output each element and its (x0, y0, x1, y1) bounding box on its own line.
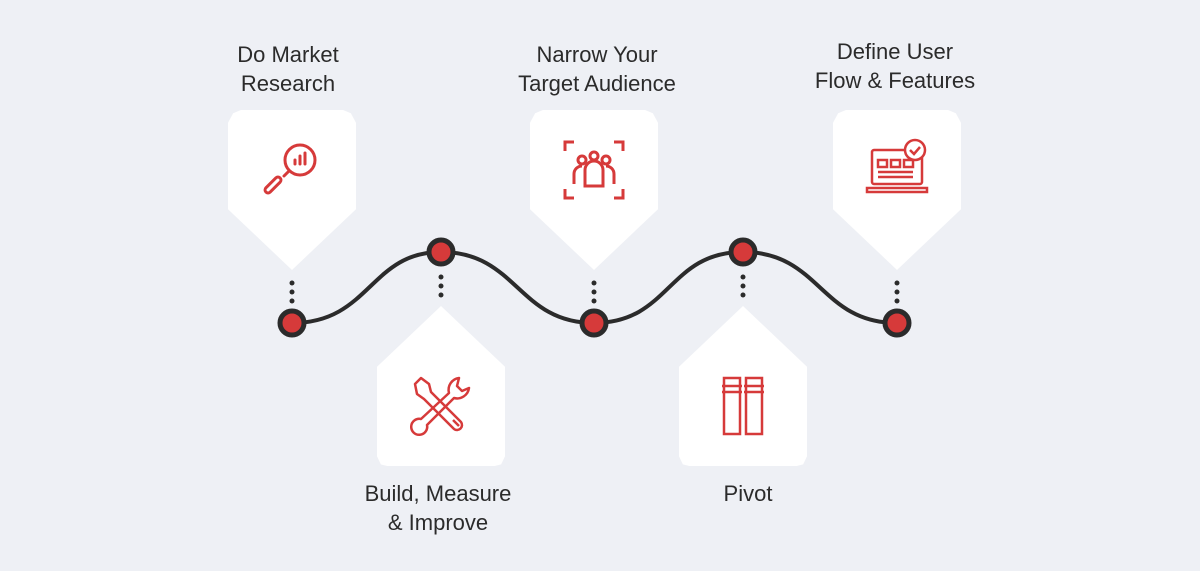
step-5-label: Define User Flow & Features (814, 39, 976, 93)
laptop-check-icon (865, 138, 929, 194)
pivot-columns-icon (722, 376, 764, 436)
node-1 (277, 308, 307, 338)
step-3-label: Narrow Your Target Audience (518, 42, 676, 96)
magnifier-chart-icon (263, 143, 317, 195)
node-2 (426, 237, 456, 267)
step-2-label: Build, Measure & Improve (364, 481, 512, 535)
audience-icon (563, 140, 625, 200)
node-4 (728, 237, 758, 267)
tools-icon (409, 376, 471, 437)
step-1-label: Do Market Research (237, 42, 339, 96)
step-4-label: Pivot (723, 481, 773, 506)
node-3 (579, 308, 609, 338)
node-5 (882, 308, 912, 338)
connector-dots (289, 274, 900, 304)
